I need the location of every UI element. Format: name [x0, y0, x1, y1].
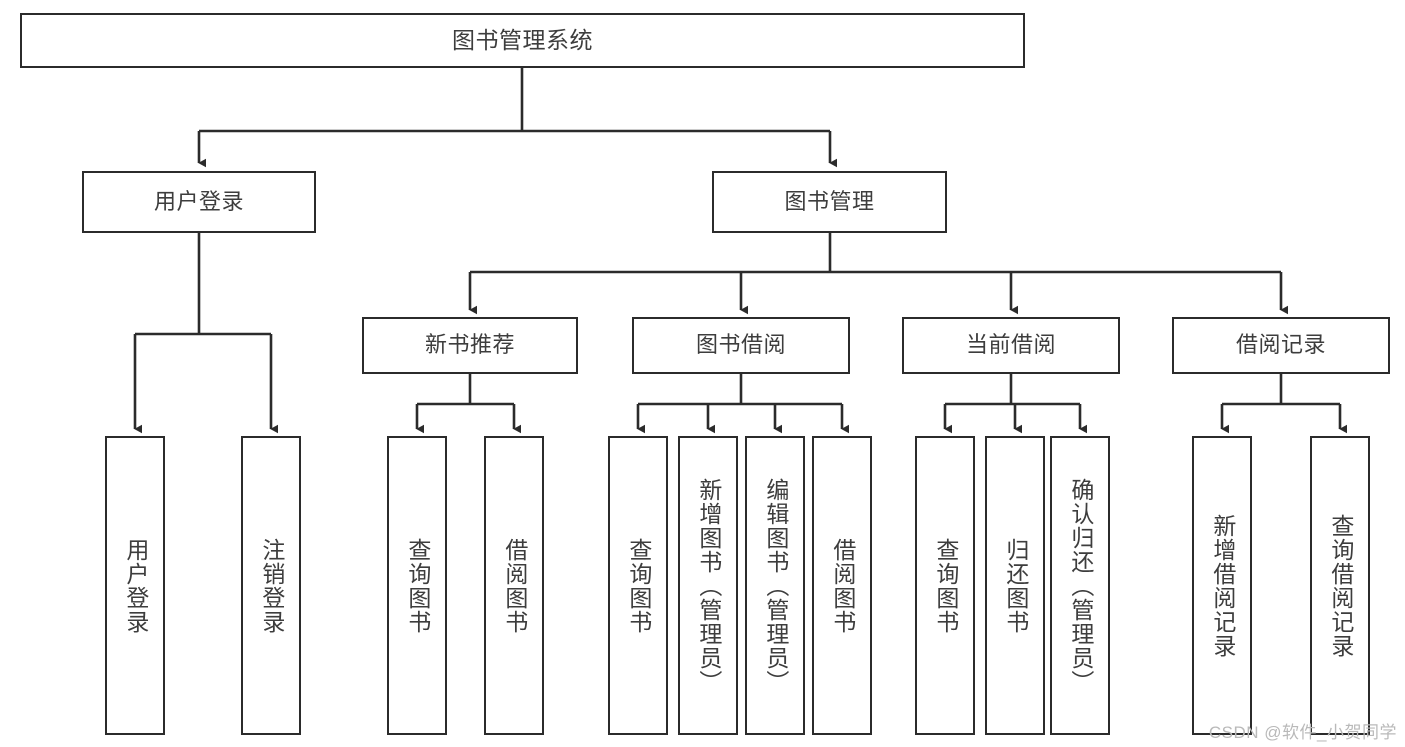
node-label: 查询图书: [625, 537, 652, 634]
node-current-borrow[interactable]: 当前借阅: [902, 317, 1120, 374]
node-leaf-return-book[interactable]: 归还图书: [985, 436, 1045, 735]
node-new-book-recommend[interactable]: 新书推荐: [362, 317, 578, 374]
node-borrow-record[interactable]: 借阅记录: [1172, 317, 1390, 374]
node-label: 确认归还（管理员）: [1067, 477, 1094, 694]
node-leaf-confirm-return-admin[interactable]: 确认归还（管理员）: [1050, 436, 1110, 735]
node-book-borrow[interactable]: 图书借阅: [632, 317, 850, 374]
node-label: 新增借阅记录: [1209, 513, 1236, 658]
node-leaf-borrow-book-recommend[interactable]: 借阅图书: [484, 436, 544, 735]
node-leaf-edit-book-admin[interactable]: 编辑图书（管理员）: [745, 436, 805, 735]
node-leaf-add-book-admin[interactable]: 新增图书（管理员）: [678, 436, 738, 735]
node-label: 注销登录: [258, 537, 285, 634]
node-label: 用户登录: [153, 188, 244, 214]
node-label: 查询借阅记录: [1327, 513, 1354, 658]
node-user-login[interactable]: 用户登录: [82, 171, 316, 233]
node-leaf-user-login[interactable]: 用户登录: [105, 436, 165, 735]
node-label: 当前借阅: [965, 332, 1056, 358]
node-label: 借阅图书: [501, 537, 528, 634]
watermark-text: CSDN @软件_小贺同学: [1208, 723, 1397, 742]
node-label: 编辑图书（管理员）: [762, 477, 789, 694]
node-leaf-query-book-current[interactable]: 查询图书: [915, 436, 975, 735]
node-label: 新书推荐: [424, 332, 515, 358]
node-leaf-query-borrow-record[interactable]: 查询借阅记录: [1310, 436, 1370, 735]
node-label: 图书借阅: [695, 332, 786, 358]
node-root-book-management-system[interactable]: 图书管理系统: [20, 13, 1025, 68]
node-label: 新增图书（管理员）: [695, 477, 722, 694]
node-leaf-borrow-book[interactable]: 借阅图书: [812, 436, 872, 735]
node-label: 借阅图书: [829, 537, 856, 634]
node-label: 归还图书: [1002, 537, 1029, 634]
node-label: 图书管理系统: [452, 26, 593, 53]
node-leaf-query-book-borrow[interactable]: 查询图书: [608, 436, 668, 735]
node-book-management[interactable]: 图书管理: [712, 171, 947, 233]
node-label: 查询图书: [404, 537, 431, 634]
node-label: 借阅记录: [1235, 332, 1326, 358]
node-leaf-add-borrow-record[interactable]: 新增借阅记录: [1192, 436, 1252, 735]
node-leaf-logout[interactable]: 注销登录: [241, 436, 301, 735]
node-leaf-query-book-recommend[interactable]: 查询图书: [387, 436, 447, 735]
node-label: 图书管理: [784, 188, 875, 214]
node-label: 用户登录: [122, 537, 149, 634]
node-label: 查询图书: [932, 537, 959, 634]
